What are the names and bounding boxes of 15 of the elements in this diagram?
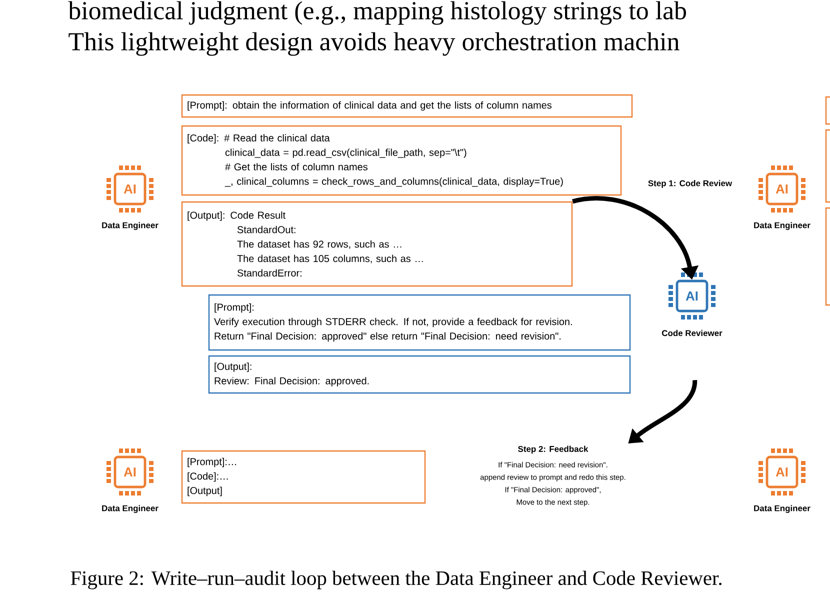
body-text: biomedical judgment (e.g., mapping histology strings to lab <box>68 1 686 25</box>
role-label: Data Engineer <box>754 222 810 230</box>
role-label: Data Engineer <box>102 222 158 230</box>
body-text: This lightweight design avoids heavy orchestration machin <box>68 32 680 56</box>
text-box: [Output]: Code Result StandardOut: The dataset has 92 rows, such as … The dataset has 105 columns, such as … StandardError: <box>181 201 573 287</box>
role-label: Code Reviewer <box>662 330 722 336</box>
text-box: [Prompt]: obtain the information of clinical data and get the lists of column names <box>181 94 633 118</box>
text-box: [Code]: # Read the clinical data clinical_data = pd.read_csv(clinical_file_path, sep="\t") # Get the lists of column names _, clinical_columns = check_rows_and_columns(clinical_data, display=True) <box>181 125 622 196</box>
text-box: [Prompt]:… [Code]:… [Output] <box>181 450 426 504</box>
figure-caption: Figure 2: Write–run–audit loop between the Data Engineer and Code Reviewer. <box>70 570 722 590</box>
edge-label: Step 1: Code Review <box>646 179 734 189</box>
text-box: [Output]: Review: Final Decision: approved. <box>208 355 631 394</box>
text-box: [Prompt]: Verify execution through STDERR check. If not, provide a feedback for revision. Return "Final Decision: approved" else return "Final Decision: need revision". <box>208 294 631 351</box>
role-label: Data Engineer <box>754 505 810 513</box>
role-label: Data Engineer <box>102 505 158 513</box>
